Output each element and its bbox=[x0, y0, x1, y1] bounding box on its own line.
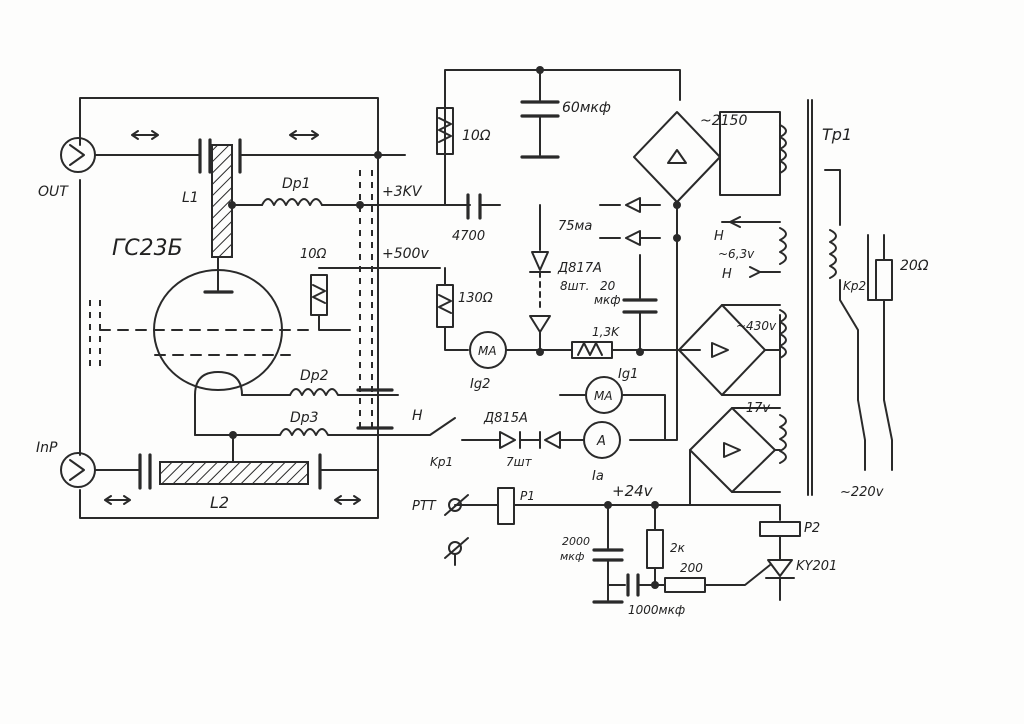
r13k-label: 1,3K bbox=[592, 325, 620, 339]
ma75-label: 75ма bbox=[558, 219, 592, 234]
tube-label: ГС23Б bbox=[112, 236, 183, 261]
bridge-rectifier-17v bbox=[689, 407, 787, 506]
out-connector bbox=[60, 137, 201, 173]
tp1-label: Tp1 bbox=[822, 125, 852, 144]
plus24-rail bbox=[454, 487, 801, 601]
c60-label: 60мкф bbox=[562, 100, 611, 116]
ammeter-label: A bbox=[596, 434, 606, 449]
l1-right-cap bbox=[238, 138, 406, 174]
zener-stack-d817a bbox=[529, 204, 551, 356]
plus24-label: +24v bbox=[612, 482, 654, 500]
c4700-label: 4700 bbox=[452, 229, 485, 244]
bias-chain bbox=[397, 417, 621, 459]
c20-label: 20 bbox=[600, 279, 616, 293]
r10-grid-label: 10Ω bbox=[300, 247, 327, 262]
dr3-label: Dp3 bbox=[290, 410, 319, 426]
ac17-label: ~17v bbox=[735, 401, 770, 416]
hv-supply bbox=[436, 66, 681, 220]
ac2150-label: ~2150 bbox=[700, 113, 747, 129]
kp1-label: Kp1 bbox=[430, 455, 453, 469]
arrow-markers bbox=[104, 130, 361, 505]
c2000-unit-label: мкф bbox=[560, 550, 584, 563]
choke-dp3 bbox=[194, 426, 399, 463]
d815-count-label: 7шт bbox=[506, 455, 533, 469]
l2-label: L2 bbox=[210, 493, 229, 512]
p1-label: P1 bbox=[520, 489, 535, 503]
d815-label: Д815А bbox=[483, 411, 528, 426]
ig2-label: Ig2 bbox=[470, 377, 490, 392]
ac63-label: ~6,3v bbox=[718, 247, 755, 261]
h-mid-label: H bbox=[412, 408, 423, 424]
filament-transformer bbox=[721, 216, 787, 278]
rf-frame bbox=[79, 97, 379, 519]
h-top-label: H bbox=[714, 229, 724, 244]
output-capacitor bbox=[198, 138, 212, 174]
c2000-label: 2000 bbox=[562, 535, 590, 548]
out-label: OUT bbox=[38, 184, 69, 200]
d817-label: Д817А bbox=[557, 261, 602, 276]
hv-3kv-label: +3KV bbox=[382, 184, 423, 200]
anode-choke-dp1 bbox=[228, 198, 471, 209]
r10-top-label: 10Ω bbox=[462, 128, 491, 144]
supply-column bbox=[599, 197, 681, 441]
ptt-switch bbox=[444, 494, 469, 566]
r20-label: 20Ω bbox=[900, 258, 929, 274]
ptt-label: PTT bbox=[412, 499, 437, 514]
inp-label: InP bbox=[36, 440, 58, 456]
ig1-label: Ig1 bbox=[618, 367, 638, 382]
tube-gs23b bbox=[99, 256, 316, 436]
r130-label: 130Ω bbox=[458, 291, 493, 306]
grid-resistor-10ohm bbox=[310, 267, 441, 331]
ky201-label: KY201 bbox=[796, 559, 837, 574]
choke-dp2 bbox=[289, 388, 399, 396]
grid1-meter bbox=[559, 376, 666, 441]
ac220-label: ~220v bbox=[840, 485, 884, 500]
c20-unit-label: мкф bbox=[594, 293, 621, 307]
ac430-label: ~430v bbox=[736, 319, 777, 333]
l2-inductor bbox=[138, 453, 379, 490]
r200-label: 200 bbox=[680, 561, 703, 575]
timing-network bbox=[592, 504, 771, 604]
bridge-rectifier-430 bbox=[678, 304, 787, 396]
ia-label: Ia bbox=[592, 469, 604, 484]
p2-label: P2 bbox=[804, 521, 820, 536]
ma-g2-label: MA bbox=[478, 344, 497, 358]
ma-g1-label: MA bbox=[594, 389, 613, 403]
dr2-label: Dp2 bbox=[300, 368, 329, 384]
screen-circuit bbox=[436, 267, 701, 369]
d817-count-label: 8шт. bbox=[560, 279, 589, 293]
r2k-label: 2к bbox=[670, 541, 686, 555]
transformer-tp1 bbox=[807, 99, 893, 496]
l1-label: L1 bbox=[182, 190, 199, 206]
inp-connector bbox=[60, 452, 141, 488]
feedthrough-column bbox=[89, 170, 373, 430]
capacitor-20uf bbox=[622, 254, 658, 353]
hv-500-label: +500v bbox=[382, 246, 429, 262]
dr1-label: Dp1 bbox=[282, 176, 311, 192]
l1-inductor bbox=[211, 144, 233, 258]
c1000-label: 1000мкф bbox=[628, 603, 685, 617]
kp2-label: Kp2 bbox=[843, 279, 866, 293]
h-bot-label: H bbox=[722, 267, 732, 282]
